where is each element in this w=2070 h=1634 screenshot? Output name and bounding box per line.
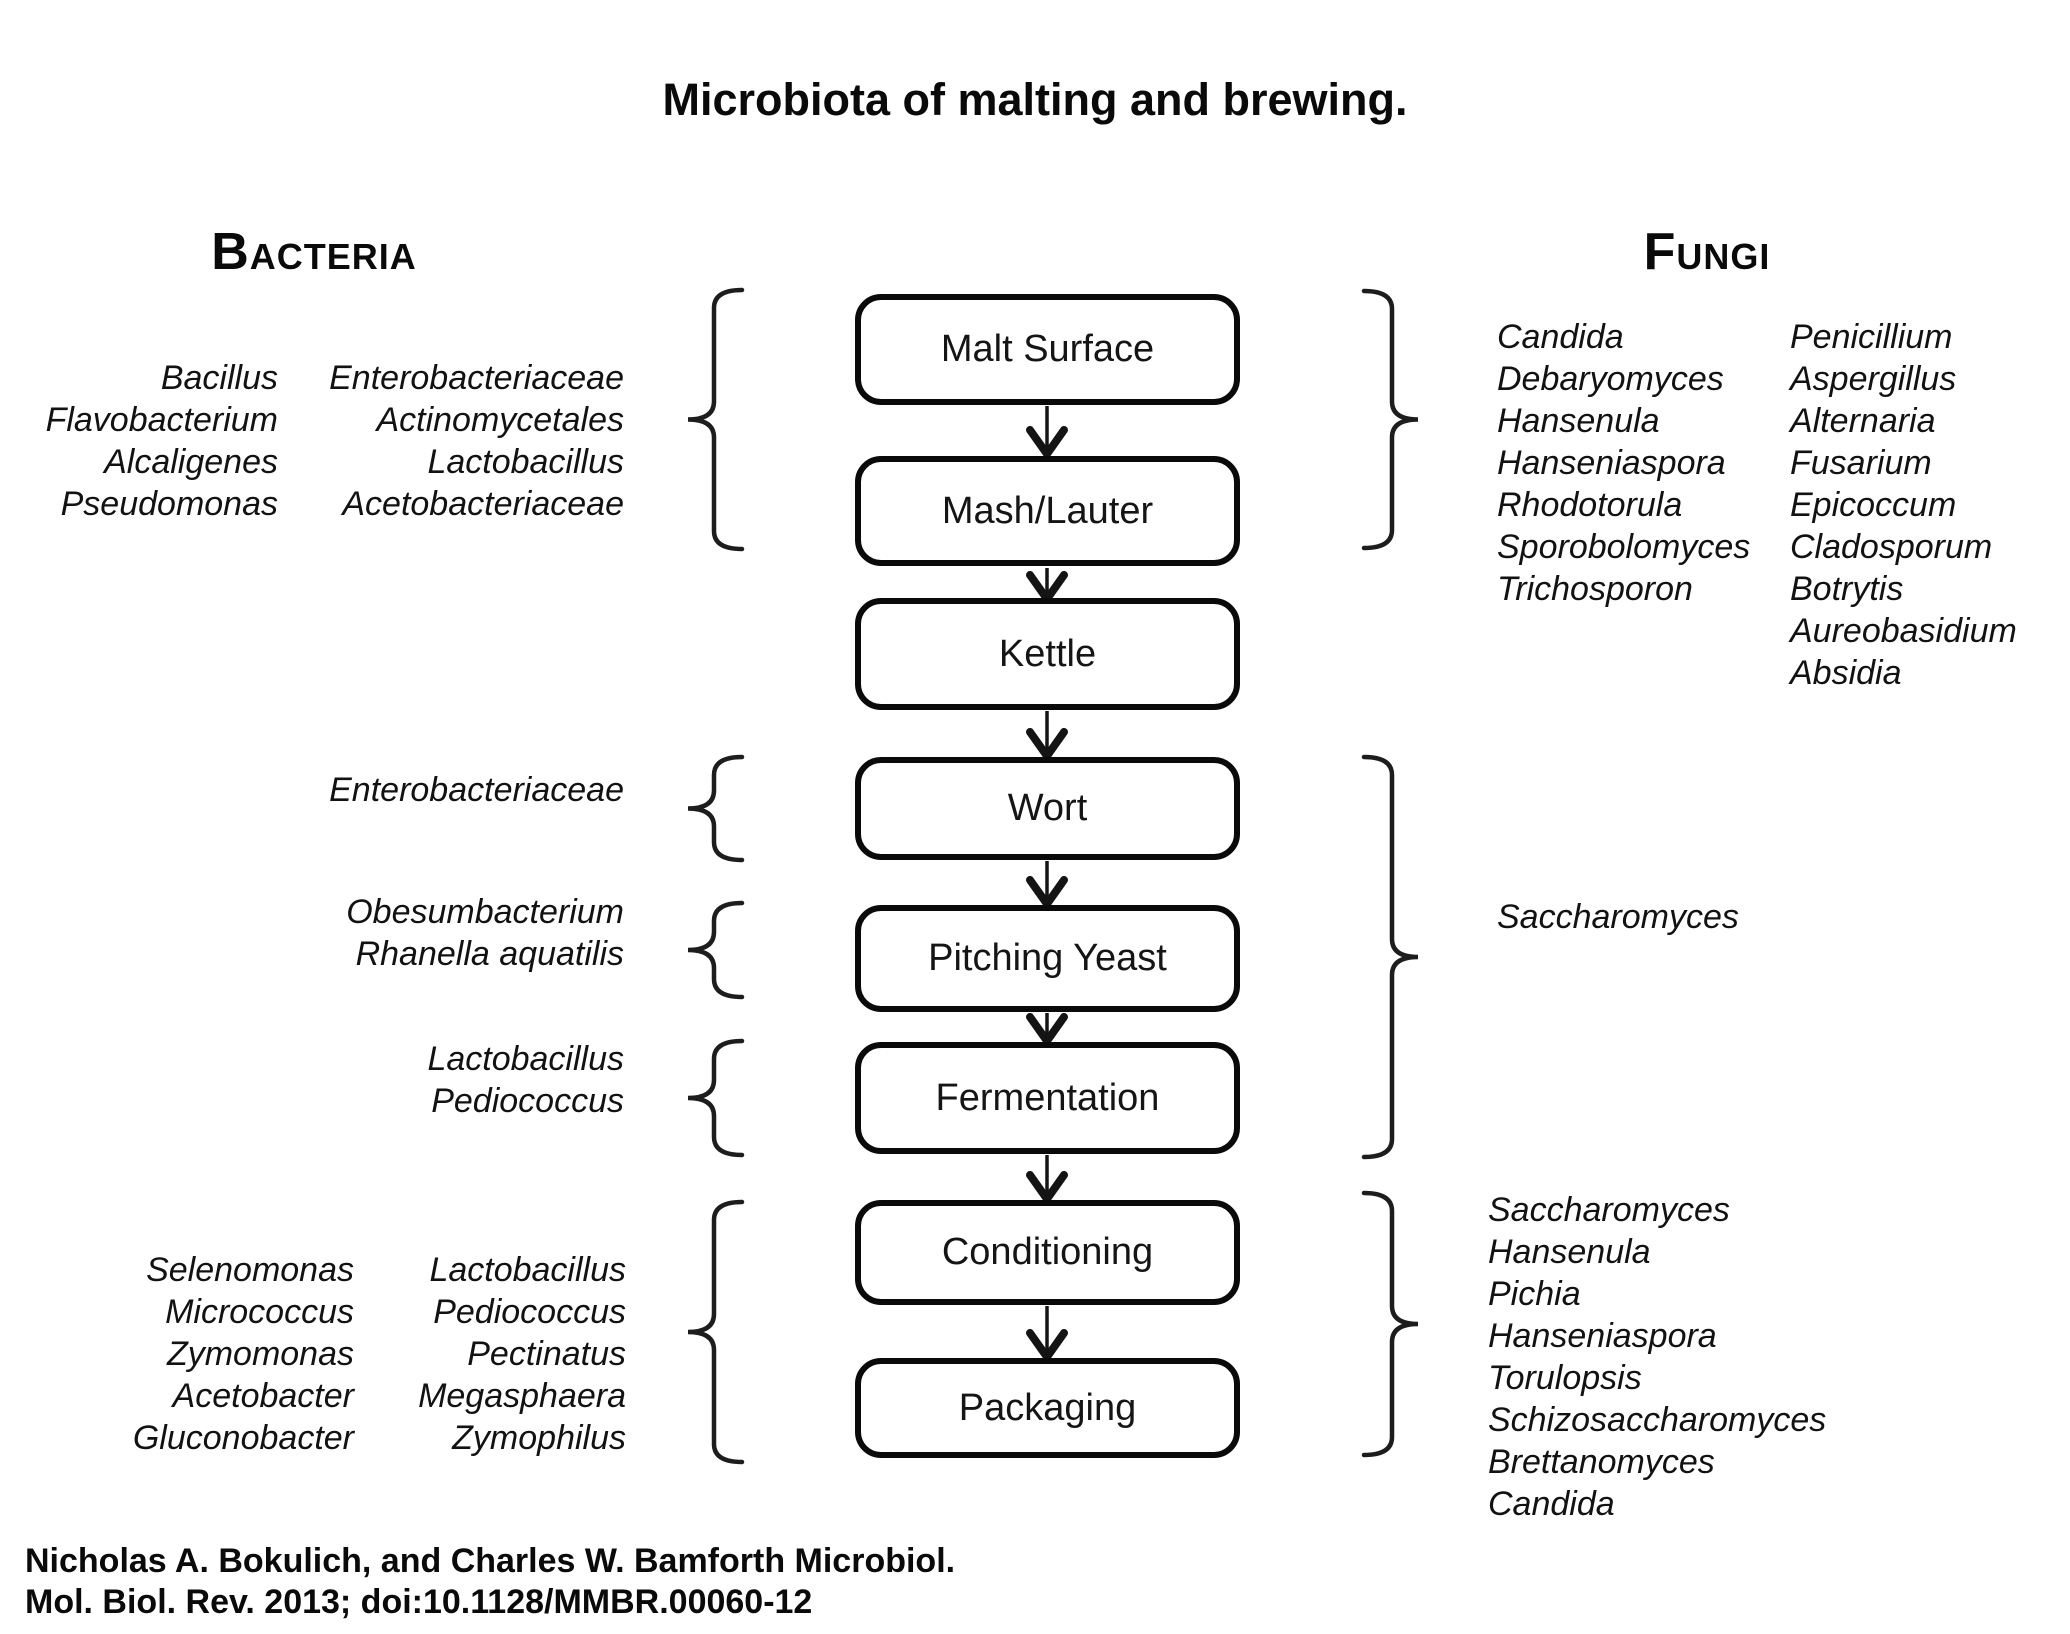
flow-box-mash-lauter: Mash/Lauter [855,456,1240,566]
list-item: Cladosporum [1790,528,1993,566]
list-item: Fusarium [1790,444,1932,482]
bacteria-header: Bacteria [211,223,417,281]
list-item: Obesumbacterium [346,893,624,931]
left-brace-wort [687,754,745,863]
right-brace-conditioning-packaging [1361,1190,1419,1458]
list-item: Enterobacteriaceae [329,771,624,809]
flow-box-pitching-yeast: Pitching Yeast [855,905,1240,1012]
flow-box-label: Malt Surface [940,328,1155,370]
flow-arrowhead [1026,1171,1068,1203]
list-item: Aureobasidium [1790,612,2017,650]
citation-line2: Mol. Biol. Rev. 2013; doi:10.1128/MMBR.0… [25,1583,813,1621]
list-item: Aspergillus [1790,360,1957,398]
list-item: Brettanomyces [1488,1443,1715,1481]
left-brace-malt-mash [687,287,745,552]
fungi-wort-fermentation-list: Saccharomyces [1497,896,1739,938]
flow-box-label: Kettle [998,632,1097,675]
list-item: Bacillus [160,359,278,397]
list-item: Torulopsis [1488,1359,1642,1397]
list-item: Epicoccum [1790,486,1957,524]
list-item: Micrococcus [165,1293,354,1331]
list-item: Saccharomyces [1497,898,1739,936]
list-item: Botrytis [1790,570,1904,608]
left-brace-fermentation [687,1038,745,1158]
list-item: Debaryomyces [1497,360,1724,398]
list-item: Hansenula [1497,402,1660,440]
flow-box-packaging: Packaging [855,1358,1240,1458]
list-item: Enterobacteriaceae [329,359,624,397]
left-brace-pitching-yeast [687,900,745,1000]
list-item: Schizosaccharomyces [1488,1401,1827,1439]
list-item: Alcaligenes [104,443,278,481]
citation: Nicholas A. Bokulich, and Charles W. Bam… [25,1541,955,1623]
flow-box-label: Wort [1007,787,1088,829]
list-item: Saccharomyces [1488,1191,1730,1229]
flow-box-conditioning: Conditioning [855,1200,1240,1305]
flow-box-fermentation: Fermentation [855,1042,1240,1154]
list-item: Pediococcus [433,1293,626,1331]
list-item: Selenomonas [146,1251,354,1289]
list-item: Actinomycetales [376,401,624,439]
flow-box-label: Mash/Lauter [941,489,1154,532]
flow-arrowhead [1026,1329,1068,1361]
flow-box-malt-surface: Malt Surface [855,294,1240,405]
flow-arrowhead [1026,728,1068,760]
list-item: Hanseniaspora [1488,1317,1717,1355]
bacteria-wort-list: Enterobacteriaceae [329,769,624,811]
list-item: Pectinatus [467,1335,626,1373]
list-item: Gluconobacter [132,1419,354,1457]
list-item: Flavobacterium [45,401,278,439]
flow-box-label: Pitching Yeast [928,937,1167,979]
list-item: Pichia [1488,1275,1581,1313]
flow-arrowhead [1026,1013,1068,1045]
list-item: Candida [1497,318,1624,356]
list-item: Penicillium [1790,318,1953,356]
list-item: Hansenula [1488,1233,1651,1271]
left-brace-conditioning-packaging [687,1199,745,1465]
list-item: Lactobacillus [427,443,624,481]
list-item: Acetobacter [172,1377,354,1415]
flow-arrowhead [1026,876,1068,908]
list-item: Alternaria [1790,402,1936,440]
citation-line1: Nicholas A. Bokulich, and Charles W. Bam… [25,1542,956,1580]
list-item: Zymophilus [452,1419,626,1457]
figure-title: Microbiota of malting and brewing. [662,74,1408,125]
list-item: Lactobacillus [427,1040,624,1078]
list-item: Sporobolomyces [1497,528,1751,566]
list-item: Megasphaera [418,1377,626,1415]
flow-box-label: Conditioning [941,1231,1154,1273]
flow-box-label: Fermentation [935,1076,1160,1119]
list-item: Zymomonas [166,1335,354,1373]
flow-box-wort: Wort [855,757,1240,860]
list-item: Acetobacteriaceae [342,485,624,523]
flow-box-label: Packaging [958,1386,1137,1429]
flow-box-kettle: Kettle [855,598,1240,710]
list-item: Rhodotorula [1497,486,1683,524]
list-item: Trichosporon [1497,570,1693,608]
right-brace-wort-fermentation [1361,754,1419,1160]
flow-arrowhead [1026,426,1068,458]
list-item: Pediococcus [431,1082,624,1120]
list-item: Rhanella aquatilis [355,935,624,973]
list-item: Candida [1488,1485,1615,1523]
right-brace-malt-mash [1361,288,1419,551]
list-item: Hanseniaspora [1497,444,1726,482]
list-item: Absidia [1790,654,1902,692]
list-item: Lactobacillus [429,1251,626,1289]
fungi-header: Fungi [1643,223,1771,281]
list-item: Pseudomonas [60,485,278,523]
